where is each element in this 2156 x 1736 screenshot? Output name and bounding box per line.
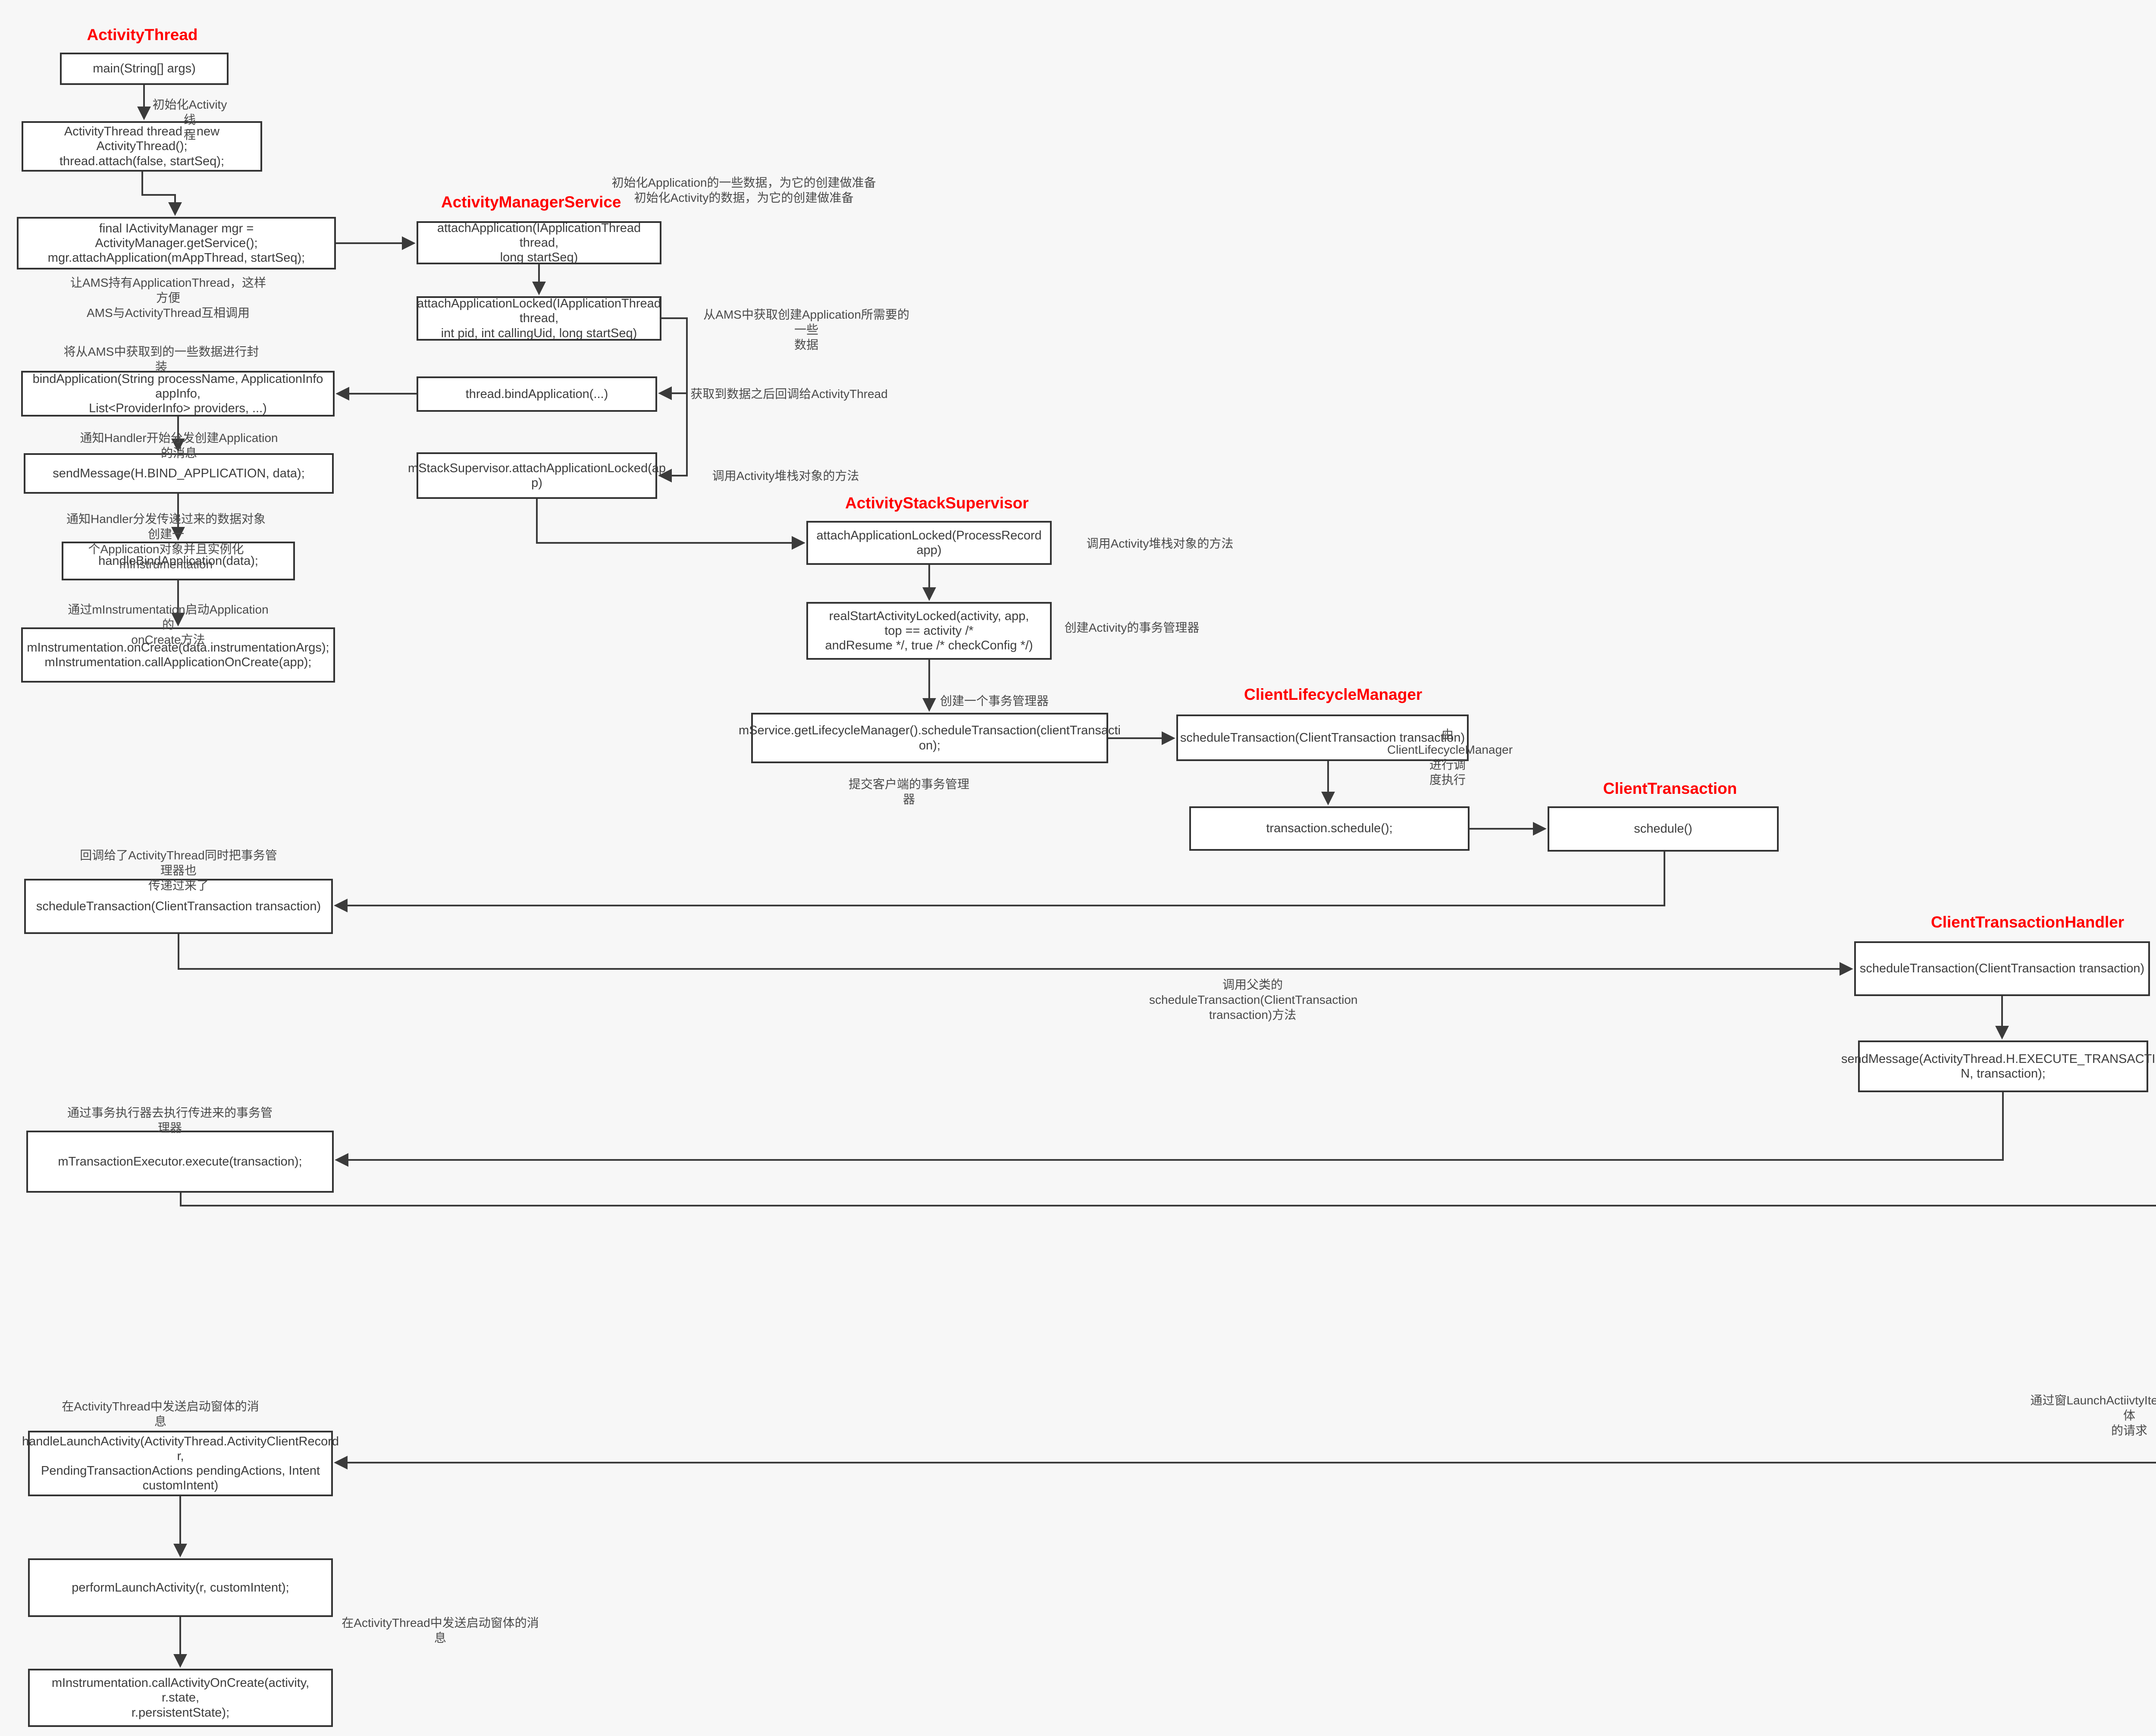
label-submit-client-transaction-manager: 提交客户端的事务管理器 [849,777,970,806]
label-call-parent-schedule-transaction: 调用父类的 scheduleTransaction(ClientTransact… [1149,978,1358,1022]
section-title-client-transaction-handler: ClientTransactionHandler [1931,913,2125,931]
node-clm-schedule-transaction: scheduleTransaction(ClientTransaction tr… [1176,714,1469,761]
label-init-application-data: 初始化Application的一些数据，为它的创建做准备 初始化Activity… [611,176,876,204]
label-execute-via-executor: 通过事务执行器去执行传进来的事务管理器 [67,1106,273,1134]
label-init-activity-thread: 初始化Activity线 程 [152,98,227,141]
connector-mstacksupervisor-to-assattach [536,499,805,550]
section-title-activity-thread: ActivityThread [87,26,198,44]
label-notify-handler: 通知Handler开始分发创建Application的消息 [80,431,278,460]
node-thread-bind-application: thread.bindApplication(...) [417,376,657,412]
node-mstack-supervisor-attach: mStackSupervisor.attachApplicationLocked… [408,452,666,499]
node-at-schedule-transaction: scheduleTransaction(ClientTransaction tr… [24,879,333,934]
label-send-launch-message-2: 在ActivityThread中发送启动窗体的消息 [342,1616,539,1645]
connector-newthread-to-getservice [141,172,182,216]
section-title-activity-stack-supervisor: ActivityStackSupervisor [845,494,1029,512]
node-attach-application: attachApplication(IApplicationThread thr… [417,221,661,264]
connector-mtransexec-to-teexecute [180,1193,2156,1206]
label-callback-with-transaction-manager: 回调给了ActivityThread同时把事务管理器也 传递过来了 [80,849,277,892]
node-perform-launch-activity: performLaunchActivity(r, customIntent); [28,1558,333,1617]
label-create-activity-transaction-manager: 创建Activity的事务管理器 [1064,621,1200,634]
connector-laiexecute-to-handlelaunch [334,1456,2156,1470]
node-attach-application-locked-ass: attachApplicationLocked(ProcessRecord ap… [806,521,1052,565]
label-scheduled-by-clm: 由ClientLifecycleManager进行调 度执行 [1387,728,1513,787]
node-call-activity-on-create: mInstrumentation.callActivityOnCreate(ac… [28,1669,333,1727]
node-attach-application-locked-ams: attachApplicationLocked(IApplicationThre… [417,296,661,341]
label-instrumentation-oncreate: 通过mInstrumentation启动Application的 onCreat… [68,603,269,646]
label-callback-activity-thread: 获取到数据之后回调给ActivityThread [690,387,888,401]
node-handle-bind-application: handleBindApplication(data); [62,542,295,580]
label-wrap-data: 将从AMS中获取到的一些数据进行封装 [63,345,259,373]
node-main: main(String[] args) [60,53,229,85]
label-handler-dispatch-create-application: 通知Handler分发传递过来的数据对象创建一 个Application对象并且… [66,512,266,571]
label-send-launch-message-1: 在ActivityThread中发送启动窗体的消息 [62,1400,259,1428]
label-call-stack-method-1: 调用Activity堆栈对象的方法 [712,469,859,483]
connector-attachlocked-down-to-mstacksupervisor [658,317,688,483]
node-instrumentation-on-create: mInstrumentation.onCreate(data.instrumen… [21,627,335,683]
node-real-start-activity-locked: realStartActivityLocked(activity, app, t… [806,602,1052,660]
node-mtransaction-executor-execute: mTransactionExecutor.execute(transaction… [26,1131,334,1193]
node-send-message-execute-transaction: sendMessage(ActivityThread.H.EXECUTE_TRA… [1841,1040,2156,1092]
section-title-client-lifecycle-manager: ClientLifecycleManager [1244,686,1423,703]
node-schedule: schedule() [1548,806,1779,852]
node-get-service: final IActivityManager mgr = ActivityMan… [17,217,336,269]
section-title-client-transaction: ClientTransaction [1603,780,1737,797]
node-handle-launch-activity: handleLaunchActivity(ActivityThread.Acti… [22,1431,339,1496]
connector-atschedule-to-cthschedule [178,934,1853,976]
label-send-launch-request-via-lai: 通过窗LaunchActiivtyItem发送启动窗体 的请求 [2030,1394,2156,1437]
node-get-lifecycle-manager: mService.getLifecycleManager().scheduleT… [739,713,1121,763]
node-cth-schedule-transaction: scheduleTransaction(ClientTransaction tr… [1854,941,2150,996]
connector-schedule-to-atschedule [334,852,1665,912]
node-send-message-bind: sendMessage(H.BIND_APPLICATION, data); [24,453,334,494]
label-fetch-from-ams: 从AMS中获取创建Application所需要的一些 数据 [703,308,909,351]
label-call-stack-method-2: 调用Activity堆栈对象的方法 [1086,537,1234,550]
section-title-activity-manager-service: ActivityManagerService [441,193,621,211]
connector-sendmessageexec-to-mtransexec [335,1092,2004,1167]
node-transaction-schedule: transaction.schedule(); [1189,806,1470,851]
node-new-activity-thread: ActivityThread thread = new ActivityThre… [22,121,262,172]
label-create-one-transaction-manager: 创建一个事务管理器 [940,694,1049,708]
node-bind-application: bindApplication(String processName, Appl… [21,371,335,417]
label-ams-hold-application-thread: 让AMS持有ApplicationThread，这样方便 AMS与Activit… [70,276,266,320]
